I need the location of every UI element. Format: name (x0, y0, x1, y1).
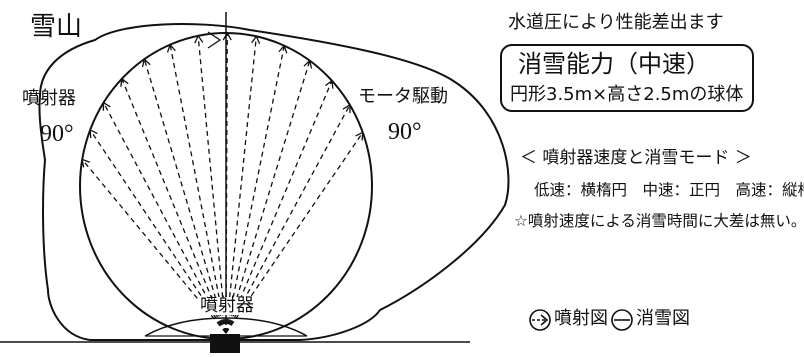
spray-ray (225, 104, 351, 334)
top-ray-arrowhead (207, 31, 222, 49)
snow-mountain-label: 雪山 (30, 12, 83, 42)
spray-ray (225, 45, 285, 334)
spray-ray-arrowhead (102, 101, 111, 111)
spray-ray-arrowhead (222, 31, 232, 41)
spray-ray-arrowhead (251, 35, 261, 44)
spray-ray-arrowhead (342, 103, 351, 113)
nozzle-label: 噴射器 (198, 295, 256, 316)
melt-legend-label: 消雪図 (636, 308, 690, 329)
spray-ray-arrowhead (81, 158, 90, 168)
spray-ray (225, 60, 311, 334)
spray-ray (169, 44, 227, 334)
spray-ray (121, 78, 227, 334)
spray-ray-arrowhead (325, 79, 334, 89)
spray-ray-arrowhead (89, 128, 98, 139)
left-sprayer-label: 噴射器 (22, 88, 76, 109)
melt-legend-icon (611, 309, 633, 331)
spray-ray-arrowhead (278, 44, 288, 54)
nozzle-spray-fan (144, 317, 308, 337)
mode-detail: 低速：横楕円 中速：正円 高速：縦楕円 (534, 181, 804, 199)
spray-ray (225, 80, 333, 334)
left-sprayer-angle: 90° (40, 121, 74, 147)
capacity-detail: 円形3.5m×高さ2.5mの球体 (510, 84, 744, 105)
spray-legend-label: 噴射図 (554, 308, 608, 329)
spray-ray (197, 35, 227, 334)
motor-drive-label: モータ駆動 (358, 86, 448, 107)
spray-ray-arrowhead (194, 34, 204, 44)
capacity-title: 消雪能力（中速） (518, 50, 710, 78)
nozzle-body (210, 334, 240, 353)
water-pressure-note: 水道圧により性能差出ます (508, 12, 724, 33)
spray-ray (225, 36, 258, 334)
mode-heading: ＜ 噴射器速度と消雪モード ＞ (520, 148, 752, 168)
snow-mound-outline (38, 23, 510, 341)
spray-ray (143, 58, 227, 334)
motor-drive-angle: 90° (388, 119, 422, 145)
capacity-box: 消雪能力（中速） 円形3.5m×高さ2.5mの球体 (500, 44, 754, 112)
spray-ray (225, 33, 228, 334)
spray-ray-arrowhead (141, 57, 151, 68)
spray-ray-arrowhead (303, 59, 313, 69)
spray-ray (102, 102, 227, 334)
spray-ray-arrowhead (355, 131, 364, 141)
time-note: ☆噴射速度による消雪時間に大差は無い。 (514, 212, 804, 230)
spray-ray-arrowhead (166, 43, 176, 53)
spray-legend-icon (529, 309, 551, 331)
spray-ray-arrowhead (120, 77, 129, 87)
